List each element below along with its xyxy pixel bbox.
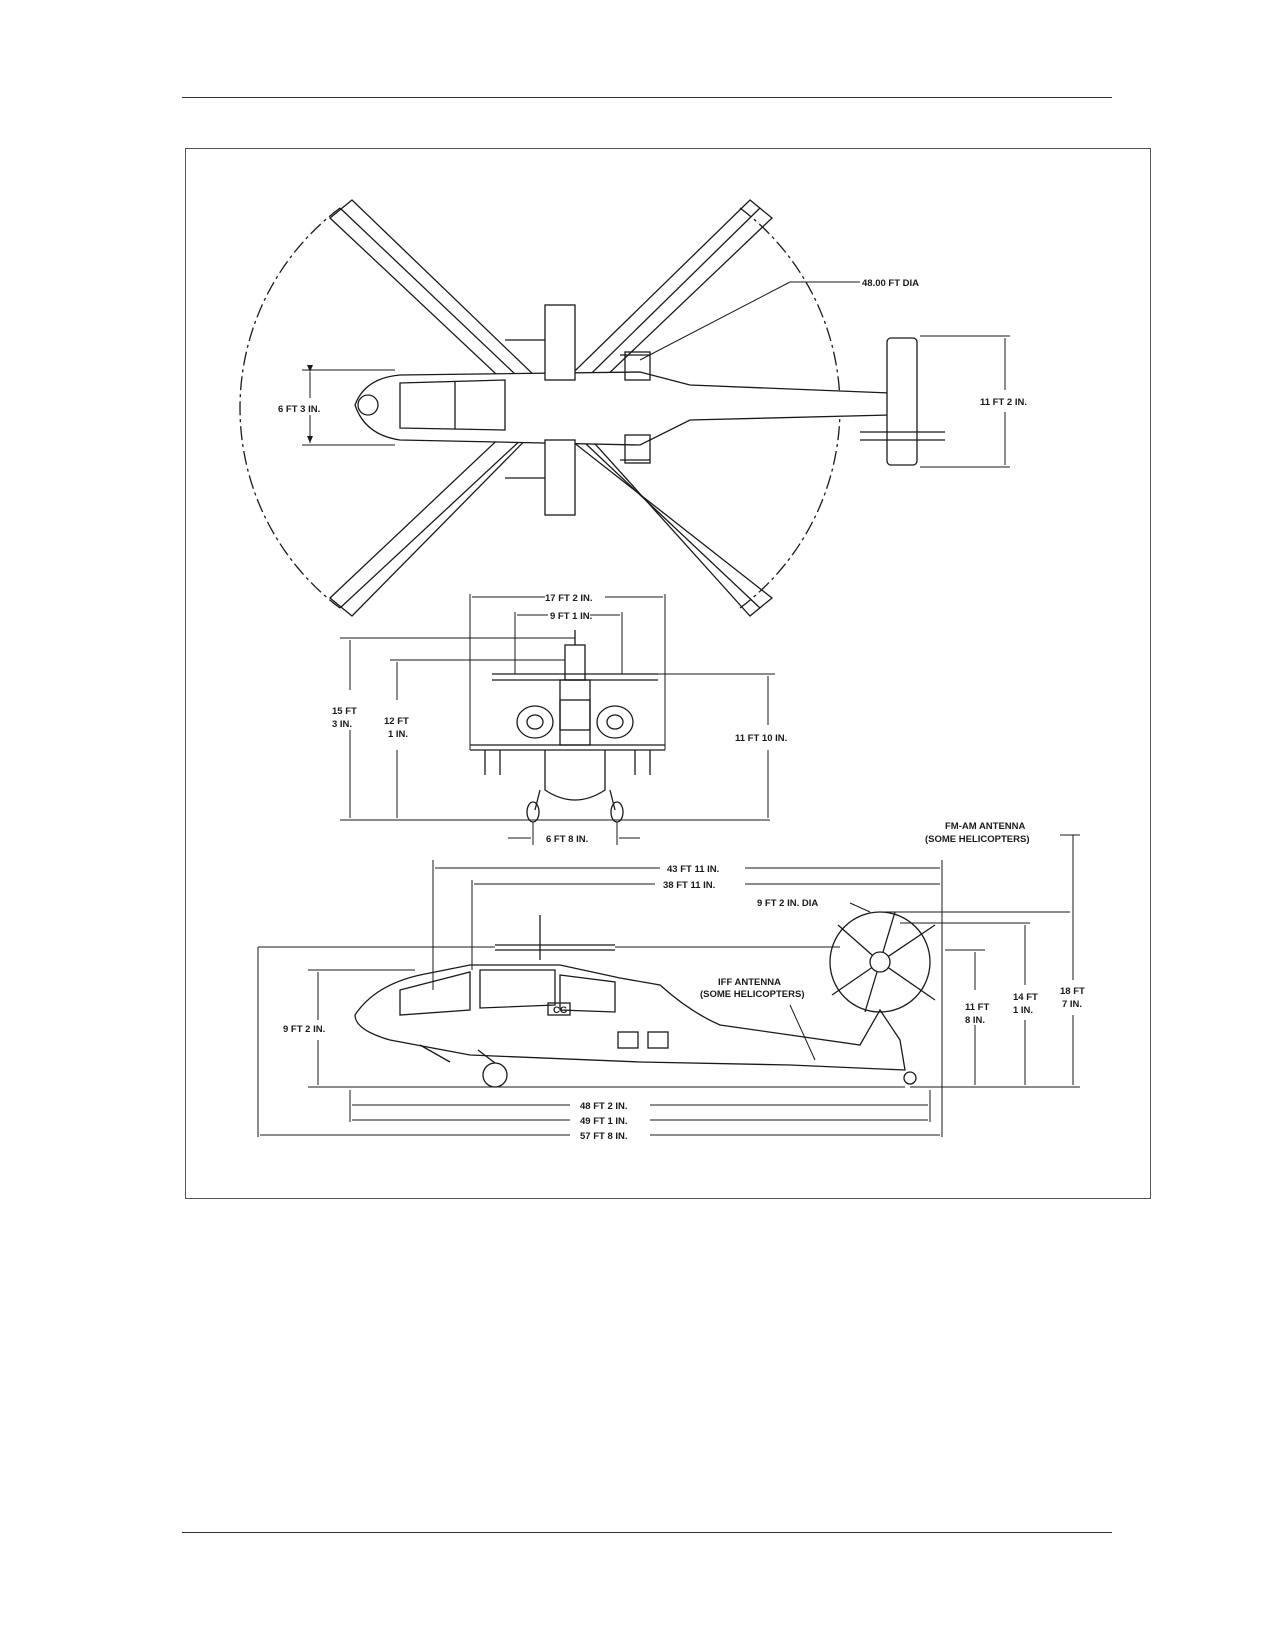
center-of-gravity-label: CG [553,1005,567,1016]
dim-rotor-height-line1: 12 FT [384,716,409,727]
dim-length-49: 49 FT 1 IN. [580,1116,628,1127]
iff-antenna-label-line1: IFF ANTENNA [718,977,781,988]
dim-wing-span: 17 FT 2 IN. [545,593,593,604]
dim-top-nose-width: 6 FT 3 IN. [278,404,320,415]
front-view-dimensions [340,594,775,845]
dim-tail-height-2-line2: 1 IN. [1013,1005,1033,1016]
dim-side-height: 9 FT 2 IN. [283,1024,325,1035]
front-view [470,630,665,823]
top-view [239,199,945,617]
dim-rotor-diameter: 48.00 FT DIA [862,278,919,289]
dim-length-43: 43 FT 11 IN. [667,864,719,875]
dim-front-tread: 9 FT 1 IN. [550,611,592,622]
dim-wheel-tread: 6 FT 8 IN. [546,834,588,845]
dim-rotor-height-line2: 1 IN. [388,729,408,740]
dim-tail-height-2-line1: 14 FT [1013,992,1038,1003]
fm-am-antenna-label-line2: (SOME HELICOPTERS) [925,834,1030,845]
tail-rotor-blades [831,911,936,1013]
dim-tail-height-3-line2: 7 IN. [1062,999,1082,1010]
dim-length-57: 57 FT 8 IN. [580,1131,628,1142]
dim-tail-height-1-line1: 11 FT [965,1002,989,1013]
dim-length-48: 48 FT 2 IN. [580,1101,628,1112]
footer-rule [182,1532,1112,1533]
fm-am-antenna-label-line1: FM-AM ANTENNA [945,821,1026,832]
fuselage-top [354,304,945,516]
figure-frame [185,148,1151,1199]
dim-hub-height: 11 FT 10 IN. [735,733,787,744]
header-rule [182,97,1112,98]
dim-overall-height-front-line1: 15 FT [332,706,357,717]
dim-overall-height-front-line2: 3 IN. [332,719,352,730]
side-view [354,911,936,1088]
dim-stabilator-span: 11 FT 2 IN. [980,397,1027,408]
dim-tail-height-1-line2: 8 IN. [965,1015,985,1026]
top-view-dimensions [302,281,1010,468]
dim-length-38: 38 FT 11 IN. [663,880,715,891]
rotor-disc-arc-left [239,207,341,609]
side-view-dimensions [257,834,1080,1137]
iff-antenna-label-line2: (SOME HELICOPTERS) [700,989,805,1000]
dim-tail-rotor-diameter: 9 FT 2 IN. DIA [757,898,818,909]
dim-tail-height-3-line1: 18 FT [1060,986,1085,997]
